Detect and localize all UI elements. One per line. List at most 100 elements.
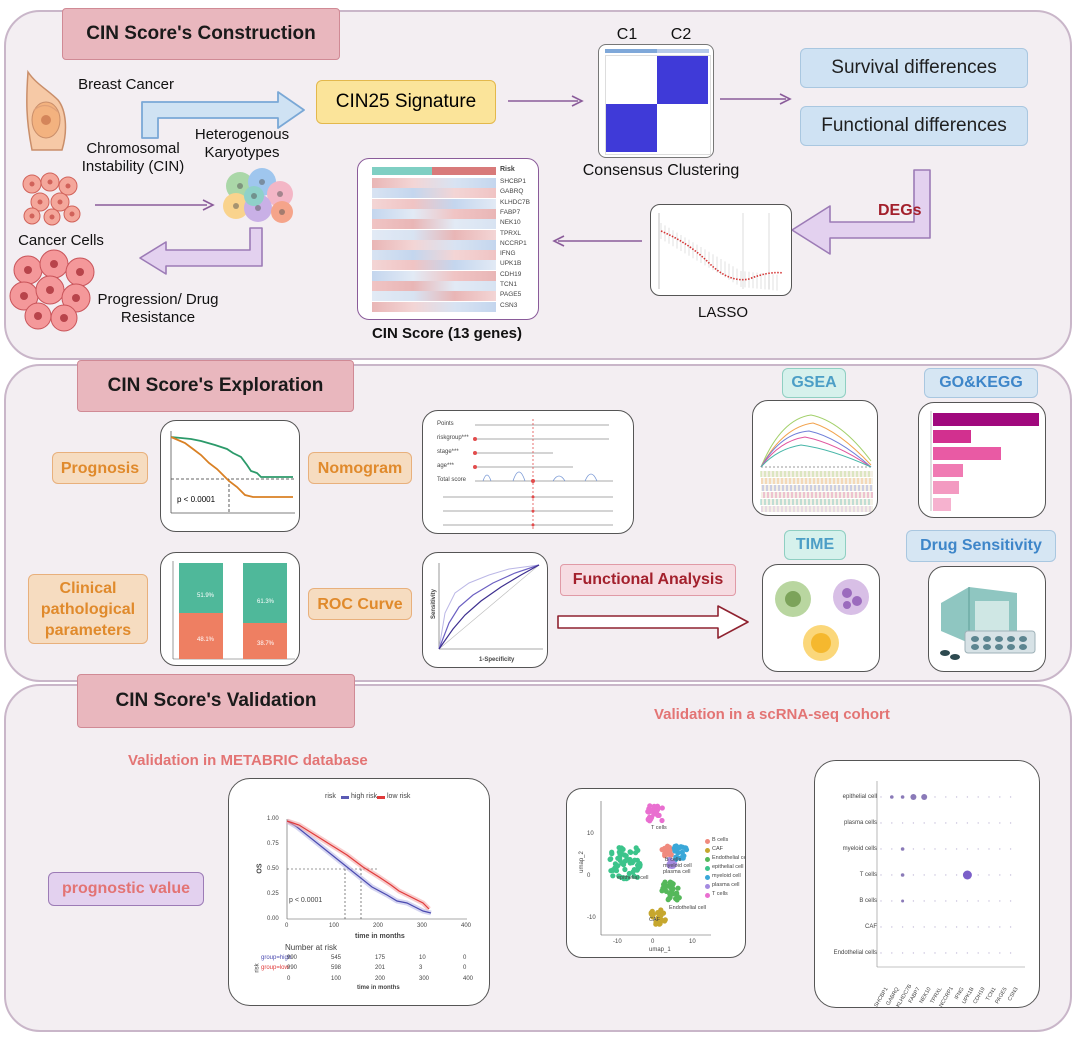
gokegg-plot	[918, 402, 1046, 518]
heatmap-row	[372, 250, 496, 261]
chromosomal-instability-label: Chromosomal Instability (CIN)	[81, 140, 185, 175]
dot-marker	[934, 874, 936, 876]
dot-marker	[880, 796, 882, 798]
umap-legend-swatch	[705, 857, 710, 862]
umap-point	[662, 879, 668, 885]
risk-low-count: 990	[287, 965, 298, 971]
dot-marker	[977, 926, 979, 928]
umap-point	[637, 863, 643, 870]
umap-point	[617, 855, 623, 861]
dot-row-label: B cells	[859, 898, 877, 904]
gsea-tag: GSEA	[782, 368, 846, 398]
umap-point	[677, 844, 683, 851]
umap-point	[645, 809, 651, 815]
heatmap-row	[372, 178, 496, 188]
risk-table-axis: risk	[254, 963, 261, 973]
bar2-top-pct: 61.3%	[257, 599, 275, 605]
dot-marker	[921, 794, 928, 800]
karyotypes-icon	[223, 168, 293, 223]
gene-label: CSN3	[500, 301, 518, 309]
risk-bar-high	[432, 167, 496, 175]
km-legend-high: high risk	[351, 793, 378, 800]
tumor-cluster-icon	[9, 249, 95, 332]
dot-marker	[891, 926, 893, 928]
umap-ytick: 0	[587, 873, 591, 879]
dot-row-label: CAF	[865, 924, 877, 930]
km-ytick: 0.50	[267, 866, 279, 872]
umap-point	[623, 853, 629, 859]
umap-cluster-label: CAF	[649, 917, 660, 923]
c1-label: C1	[616, 26, 638, 43]
dot-marker	[1009, 900, 1012, 902]
umap-xtick: -10	[613, 939, 622, 945]
umap-cluster-label: epithelial cell	[617, 875, 649, 881]
dot-marker	[934, 952, 936, 954]
nomogram-label: Points	[437, 421, 454, 427]
dot-marker	[966, 952, 969, 954]
risk-bar-low	[372, 167, 432, 175]
roc-xlabel: 1-Specificity	[479, 657, 515, 663]
heatmap-row	[372, 260, 496, 271]
umap-ytick: -10	[587, 915, 596, 921]
dot-marker	[912, 900, 915, 902]
umap-cluster-label: myeloid cell	[663, 863, 692, 869]
prognosis-km-plot: p < 0.0001	[160, 420, 300, 532]
cancer-cells-icon	[22, 172, 81, 226]
umap-xtick: 10	[689, 939, 696, 945]
risk-high-count: 175	[375, 955, 386, 961]
km-xlabel: time in months	[355, 933, 405, 940]
dot-marker	[1009, 952, 1012, 954]
dot-marker	[923, 874, 925, 876]
heatmap-row	[372, 219, 496, 230]
umap-point	[659, 805, 665, 811]
bar2-bottom-pct: 38.7%	[257, 641, 275, 647]
dot-marker	[910, 794, 917, 800]
roc-tag: ROC Curve	[308, 588, 412, 620]
dot-marker	[934, 900, 936, 902]
roc-ylabel: Sensitivity	[431, 588, 438, 620]
km-xtick: 0	[285, 923, 289, 929]
dot-marker	[955, 848, 958, 850]
risk-xtick: 300	[419, 976, 430, 982]
risk-xtick: 0	[287, 976, 291, 982]
umap-point	[662, 853, 668, 859]
drug-sensitivity-tag: Drug Sensitivity	[906, 530, 1056, 562]
km-ytick: 0.75	[267, 841, 279, 847]
dot-marker	[880, 926, 882, 928]
time-cells-plot	[762, 564, 880, 672]
umap-point	[609, 851, 615, 857]
umap-legend-label: plasma cell	[712, 882, 740, 888]
dot-row-label: epithelial cell	[842, 794, 877, 800]
metabric-validation-label: Validation in METABRIC database	[128, 752, 368, 769]
risk-low-count: 598	[331, 965, 342, 971]
dot-marker	[901, 899, 905, 903]
gene-label: TPRXL	[500, 229, 521, 237]
dot-marker	[999, 926, 1001, 928]
umap-point	[634, 874, 640, 880]
cin-score-label: CIN Score (13 genes)	[371, 325, 523, 342]
dot-marker	[891, 900, 893, 902]
umap-point	[655, 920, 661, 926]
umap-point	[628, 849, 634, 855]
group-high-label: group=high	[261, 955, 292, 961]
progression-label: Progression/ Drug Resistance	[97, 291, 219, 326]
umap-xtick: 0	[651, 939, 655, 945]
nomogram-label: riskgroup***	[437, 435, 469, 441]
gsea-bar-row	[761, 485, 873, 491]
dot-marker	[912, 952, 915, 954]
umap-legend-swatch	[705, 839, 710, 844]
risk-low-count: 0	[463, 965, 467, 971]
risk-high-count: 0	[463, 955, 467, 961]
drug-sensitivity-plot	[928, 566, 1046, 672]
dot-marker	[966, 926, 969, 928]
dot-row-label: Endothelial cells	[833, 950, 877, 956]
dot-marker	[945, 874, 947, 876]
degs-label: DEGs	[878, 202, 922, 219]
heatmap-row	[372, 301, 496, 312]
km-xtick: 200	[373, 923, 384, 929]
dot-marker	[955, 952, 958, 954]
umap-point	[674, 890, 680, 896]
dot-marker	[955, 822, 958, 824]
dot-marker	[945, 926, 947, 928]
gene-label: CDH19	[500, 270, 522, 278]
